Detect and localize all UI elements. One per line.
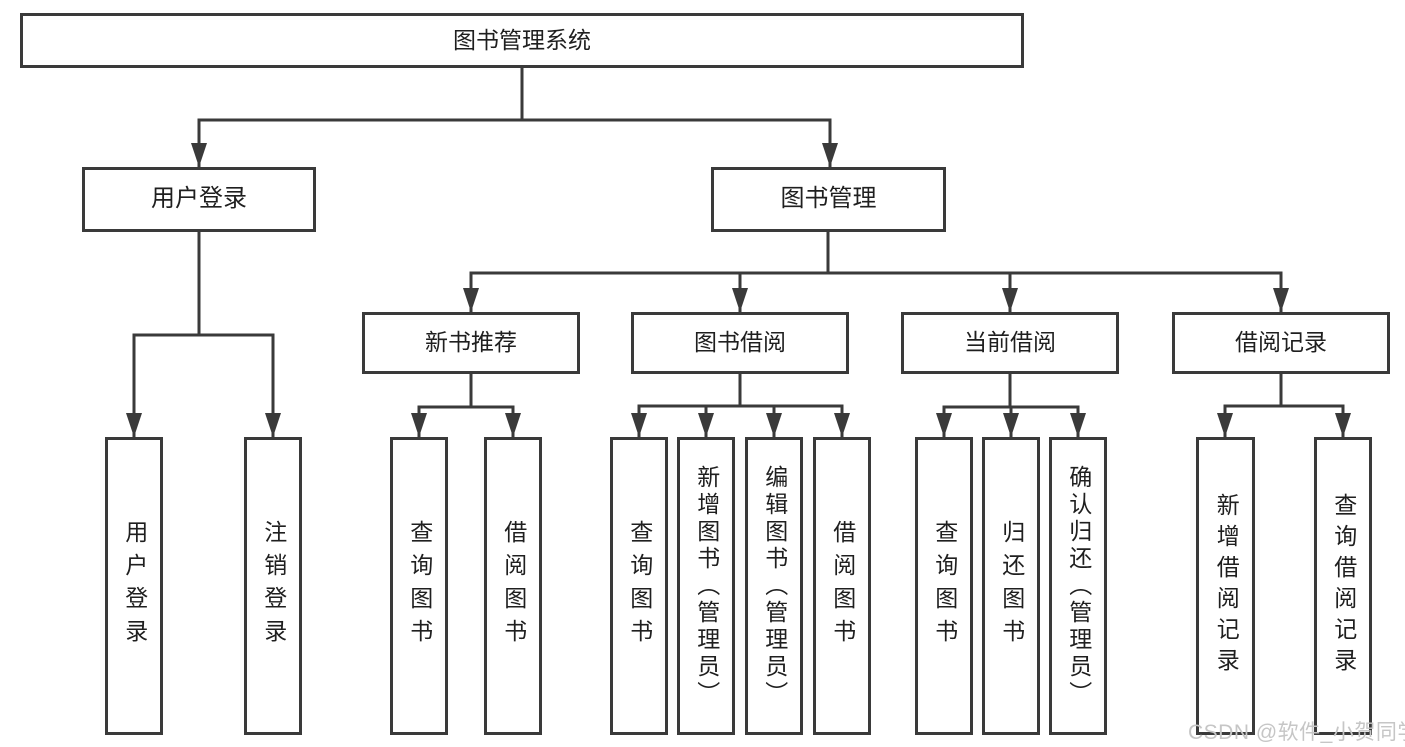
node-root-system: 图书管理系统 [20,13,1024,68]
edge-book-borrowing-children [631,372,850,439]
node-add-borrow-record: 新增借阅记录 [1196,437,1255,735]
node-edit-books-admin: 编辑图书（管理员） [745,437,803,735]
node-current-borrowing: 当前借阅 [901,312,1119,374]
node-borrowing-records: 借阅记录 [1172,312,1390,374]
node-borrow-books-leaf: 借阅图书 [813,437,871,735]
edge-current-borrowing-children [936,372,1086,439]
edge-new-book-recommendation-children [411,372,521,439]
csdn-watermark: CSDN @软件_小贺同学 [1188,721,1405,744]
edge-root-to-level2 [191,66,838,169]
node-add-books-admin: 新增图书（管理员） [677,437,735,735]
edge-user-login-children [126,230,281,439]
node-query-borrow-record: 查询借阅记录 [1314,437,1372,735]
node-book-management-branch: 图书管理 [711,167,946,232]
node-book-borrowing: 图书借阅 [631,312,849,374]
node-borrow-books-recommend: 借阅图书 [484,437,542,735]
node-query-books-current: 查询图书 [915,437,973,735]
node-logout-leaf: 注销登录 [244,437,302,735]
node-new-book-recommendation: 新书推荐 [362,312,580,374]
node-query-books-borrowing: 查询图书 [610,437,668,735]
node-query-books-recommend: 查询图书 [390,437,448,735]
node-return-books: 归还图书 [982,437,1040,735]
edge-borrowing-records-children [1217,372,1351,439]
edge-book-management-children [463,230,1289,314]
node-confirm-return-admin: 确认归还（管理员） [1049,437,1107,735]
node-user-login-branch: 用户登录 [82,167,316,232]
node-user-login-leaf: 用户登录 [105,437,163,735]
